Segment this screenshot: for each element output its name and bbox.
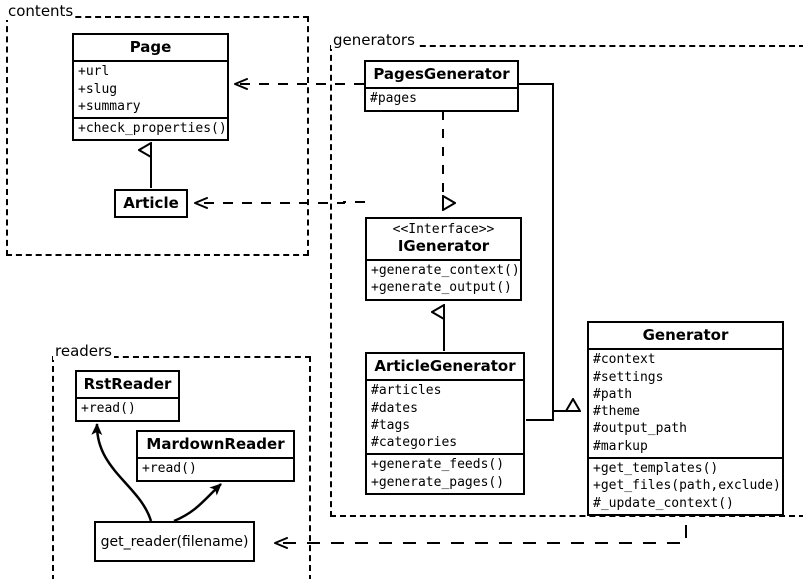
attribute-item: #settings	[593, 369, 664, 385]
class-box-article[interactable]: Article	[114, 189, 188, 219]
operation-item: +generate_feeds()	[371, 457, 505, 473]
class-box-mardown-reader[interactable]: MardownReader +read()	[136, 430, 295, 482]
attribute-item: #articles	[371, 383, 442, 399]
class-operations-rst-reader: +read()	[77, 397, 178, 419]
package-frame-readers	[52, 356, 311, 579]
class-name-text-igenerator: IGenerator	[397, 236, 490, 255]
attribute-item: +url	[78, 64, 110, 80]
class-attributes-page: +url +slug +summary	[74, 60, 227, 117]
package-label-readers: readers	[53, 342, 114, 360]
attribute-item: #pages	[370, 91, 417, 107]
class-name-generator: Generator	[642, 326, 729, 344]
class-operations-mardown-reader: +read()	[138, 457, 293, 479]
operation-item: +generate_output()	[371, 280, 512, 296]
attribute-item: #output_path	[593, 421, 687, 437]
operation-item: +check_properties()	[78, 121, 227, 137]
class-attributes-pages-generator: #pages	[366, 87, 517, 109]
function-box-get-reader[interactable]: get_reader(filename)	[94, 521, 255, 562]
class-box-igenerator[interactable]: <<Interface>> IGenerator +generate_conte…	[365, 217, 522, 301]
attribute-item: #context	[593, 352, 656, 368]
attribute-item: #tags	[371, 417, 411, 433]
class-box-page[interactable]: Page +url +slug +summary +check_properti…	[72, 33, 229, 142]
class-name-article: Article	[123, 194, 179, 212]
attribute-item: +summary	[78, 98, 141, 114]
class-operations-generator: +get_templates() +get_files(path,exclude…	[589, 456, 782, 514]
package-frame-contents	[6, 16, 309, 256]
class-operations-article-generator: +generate_feeds() +generate_pages()	[367, 453, 523, 493]
operation-item: +get_templates()	[593, 460, 719, 476]
class-name-igenerator: <<Interface>> IGenerator	[367, 219, 520, 259]
operation-item: +generate_context()	[371, 263, 520, 279]
class-box-pages-generator[interactable]: PagesGenerator #pages	[364, 60, 519, 112]
operation-item: +get_files(path,exclude)	[593, 478, 781, 494]
class-attributes-article-generator: #articles #dates #tags #categories	[367, 379, 523, 453]
class-name-rst-reader: RstReader	[83, 375, 172, 393]
attribute-item: #path	[593, 386, 633, 402]
class-name-mardown-reader: MardownReader	[146, 435, 285, 453]
function-box-label: get_reader(filename)	[100, 533, 249, 550]
operation-item: +read()	[142, 461, 197, 477]
operation-item: +read()	[81, 401, 136, 417]
class-box-rst-reader[interactable]: RstReader +read()	[75, 370, 180, 422]
class-box-generator[interactable]: Generator #context #settings #path #them…	[587, 321, 784, 516]
class-name-page: Page	[129, 38, 172, 56]
class-operations-page: +check_properties()	[74, 117, 227, 139]
attribute-item: #categories	[371, 435, 458, 451]
class-attributes-generator: #context #settings #path #theme #output_…	[589, 348, 782, 457]
class-box-article-generator[interactable]: ArticleGenerator #articles #dates #tags …	[365, 352, 525, 495]
attribute-item: #theme	[593, 404, 640, 420]
package-label-contents: contents	[6, 2, 76, 20]
attribute-item: +slug	[78, 81, 118, 97]
class-name-pages-generator: PagesGenerator	[373, 65, 510, 83]
attribute-item: #markup	[593, 438, 648, 454]
operation-item: +generate_pages()	[371, 474, 505, 490]
attribute-item: #dates	[371, 400, 418, 416]
class-name-article-generator: ArticleGenerator	[374, 357, 516, 375]
class-stereotype-igenerator: <<Interface>>	[392, 222, 495, 237]
class-operations-igenerator: +generate_context() +generate_output()	[367, 259, 520, 299]
operation-item: #_update_context()	[593, 495, 734, 511]
package-label-generators: generators	[331, 31, 417, 49]
